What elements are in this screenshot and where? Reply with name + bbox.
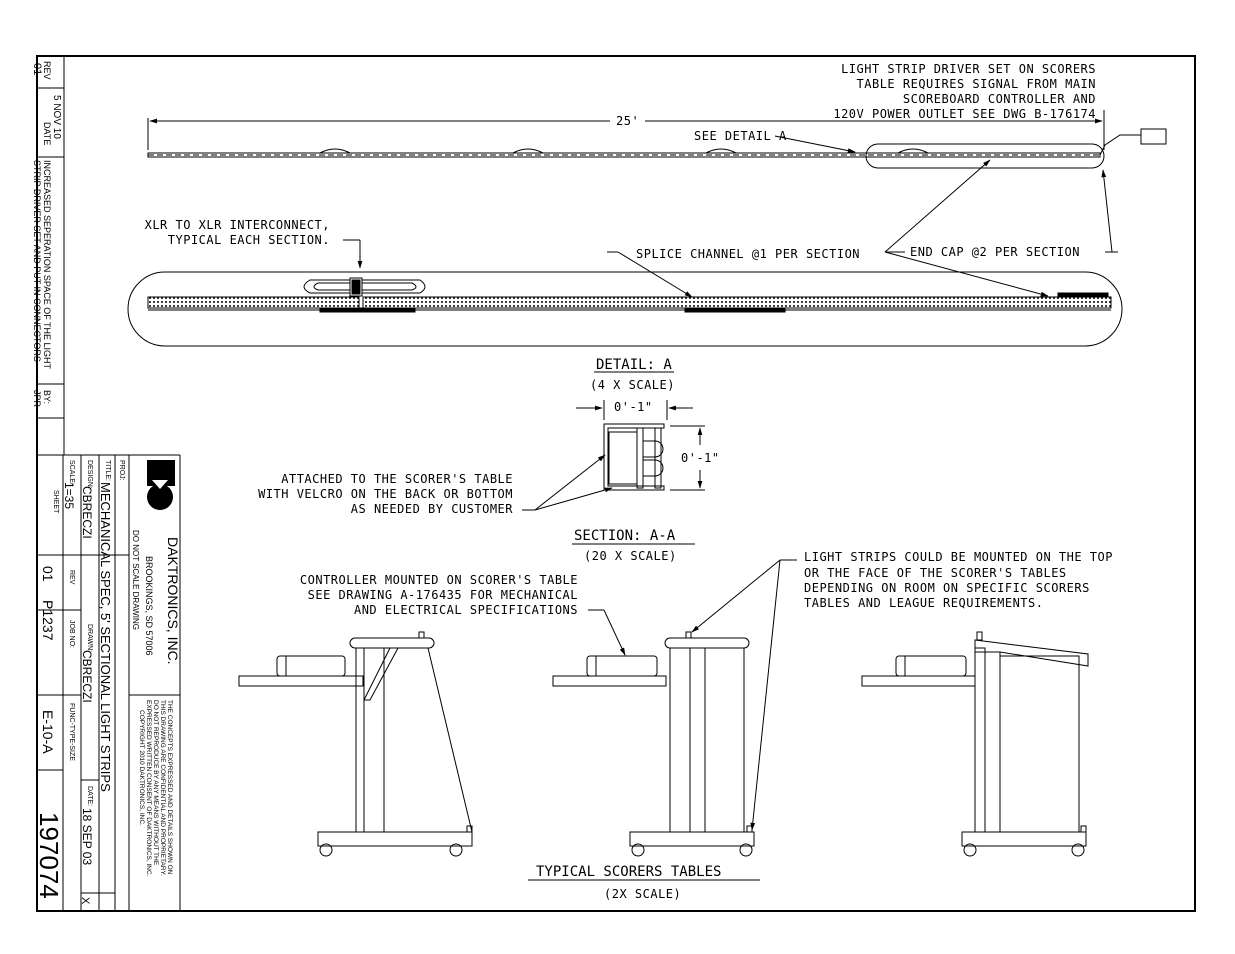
section-title: SECTION: A-A [574, 528, 676, 544]
notice-line-5: COPYRIGHT 2010 DAKTRONICS, INC. [138, 710, 145, 826]
controller-note-line-2: SEE DRAWING A-176435 FOR MECHANICAL [308, 588, 578, 602]
length-dimension: 25' [616, 114, 639, 128]
driver-box [1140, 128, 1167, 145]
design-value: CBRECZI [80, 486, 94, 539]
rev-description-line-1: INCREASED SEPERATION SPACE OF THE LIGHT [42, 160, 52, 370]
rev-label: REV [42, 61, 52, 80]
scale-value: 1=35 [62, 482, 76, 509]
mount-note-line-4: TABLES AND LEAGUE REQUIREMENTS. [804, 596, 1043, 610]
design-label: DESIGN: [86, 460, 93, 489]
xlr-note-line-1: XLR TO XLR INTERCONNECT, [145, 218, 330, 232]
func-value: E-10-A [40, 710, 56, 754]
size-mark: X [79, 897, 91, 905]
end-cap-note: END CAP @2 PER SECTION [910, 245, 1080, 259]
date-value: 18 SEP 03 [80, 808, 94, 865]
rev-description-line-2: STRIP DRIVER SET AND PUT IN CONNECTORS [32, 160, 42, 362]
driver-note-line-1: LIGHT STRIP DRIVER SET ON SCORERS [841, 62, 1096, 76]
sheet-rev-value: 01 [40, 566, 56, 582]
attach-note-line-1: ATTACHED TO THE SCORER'S TABLE [281, 472, 513, 486]
detail-title: DETAIL: A [596, 357, 672, 373]
xlr-note-line-2: TYPICAL EACH SECTION. [168, 233, 330, 247]
daktronics-logo [147, 460, 175, 510]
tables-scale: (2X SCALE) [604, 887, 681, 901]
controller-note-line-1: CONTROLLER MOUNTED ON SCORER'S TABLE [300, 573, 578, 587]
scale-label: SCALE: [68, 460, 75, 485]
job-value: P1237 [40, 600, 56, 641]
sheet-label: SHEET [52, 490, 59, 514]
scorers-table-1 [238, 631, 473, 857]
mount-note-line-3: DEPENDING ON ROOM ON SPECIFIC SCORERS [804, 581, 1090, 595]
scorers-table-3 [861, 631, 1089, 857]
notice-line-4: EXPRESSED WRITTEN CONSENT OF DAKTRONICS,… [145, 700, 152, 877]
do-not-scale: DO NOT SCALE DRAWING [131, 530, 140, 630]
rev-by-label: BY: [42, 390, 52, 404]
drawn-value: CBRECZI [80, 650, 94, 703]
sheet-border [36, 55, 1196, 912]
job-label: JOB NO: [68, 620, 75, 648]
driver-note-line-4: 120V POWER OUTLET SEE DWG B-176174 [833, 107, 1096, 121]
company-name: DAKTRONICS, INC. [165, 537, 181, 665]
mount-note-line-1: LIGHT STRIPS COULD BE MOUNTED ON THE TOP [804, 550, 1113, 564]
revision-block: REV 01 DATE 5 NOV 10 INCREASED SEPERATIO… [31, 56, 65, 455]
title-label: TITLE: [104, 460, 111, 481]
tables-title: TYPICAL SCORERS TABLES [536, 864, 721, 880]
detail-a-enlarged [127, 159, 1123, 347]
see-detail-label: SEE DETAIL A [694, 129, 787, 143]
note-leaders [588, 559, 797, 831]
sheet-rev-label: REV [68, 570, 75, 585]
attach-note-line-2: WITH VELCRO ON THE BACK OR BOTTOM [258, 487, 513, 501]
scorers-table-2 [552, 631, 755, 857]
overview-strip [147, 110, 1167, 169]
notice-line-3: DO NOT REPRODUCE BY ANY MEANS WITHOUT TH… [152, 700, 159, 866]
notice-line-2: THIS DRAWING ARE CONFIDENTIAL AND PROPRI… [159, 700, 166, 876]
rev-date-label: DATE [42, 122, 52, 145]
driver-note-line-2: TABLE REQUIRES SIGNAL FROM MAIN [857, 77, 1096, 91]
rev-value: 01 [31, 63, 43, 75]
attach-note-line-3: AS NEEDED BY CUSTOMER [351, 502, 513, 516]
section-height-dim: 0'-1" [681, 451, 720, 465]
section-scale: (20 X SCALE) [584, 549, 677, 563]
func-label: FUNC-TYPE-SIZE [68, 703, 75, 761]
controller-note-line-3: AND ELECTRICAL SPECIFICATIONS [354, 603, 578, 617]
detail-a-callout [865, 143, 1105, 169]
drawn-label: DRAWN: [86, 624, 93, 652]
title-block: DAKTRONICS, INC. BROOKINGS, SD 57006 DO … [34, 454, 181, 911]
rev-by-value: JPR [32, 390, 42, 408]
company-city: BROOKINGS, SD 57006 [144, 556, 154, 656]
driver-note-line-3: SCOREBOARD CONTROLLER AND [903, 92, 1096, 106]
date-label: DATE: [86, 786, 93, 806]
detail-scale: (4 X SCALE) [590, 378, 675, 392]
mount-note-line-2: OR THE FACE OF THE SCORER'S TABLES [804, 566, 1067, 580]
notice-line-1: THE CONCEPTS EXPRESSED AND DETAILS SHOWN… [166, 700, 173, 875]
splice-note: SPLICE CHANNEL @1 PER SECTION [636, 247, 860, 261]
section-width-dim: 0'-1" [614, 400, 653, 414]
drawing-number: 197074 [34, 812, 64, 899]
section-a-a [522, 400, 705, 511]
rev-date-value: 5 NOV 10 [51, 95, 62, 139]
title-value: MECHANICAL SPEC, 5' SECTIONAL LIGHT STRI… [98, 482, 113, 792]
proj-label: PROJ: [118, 460, 125, 481]
